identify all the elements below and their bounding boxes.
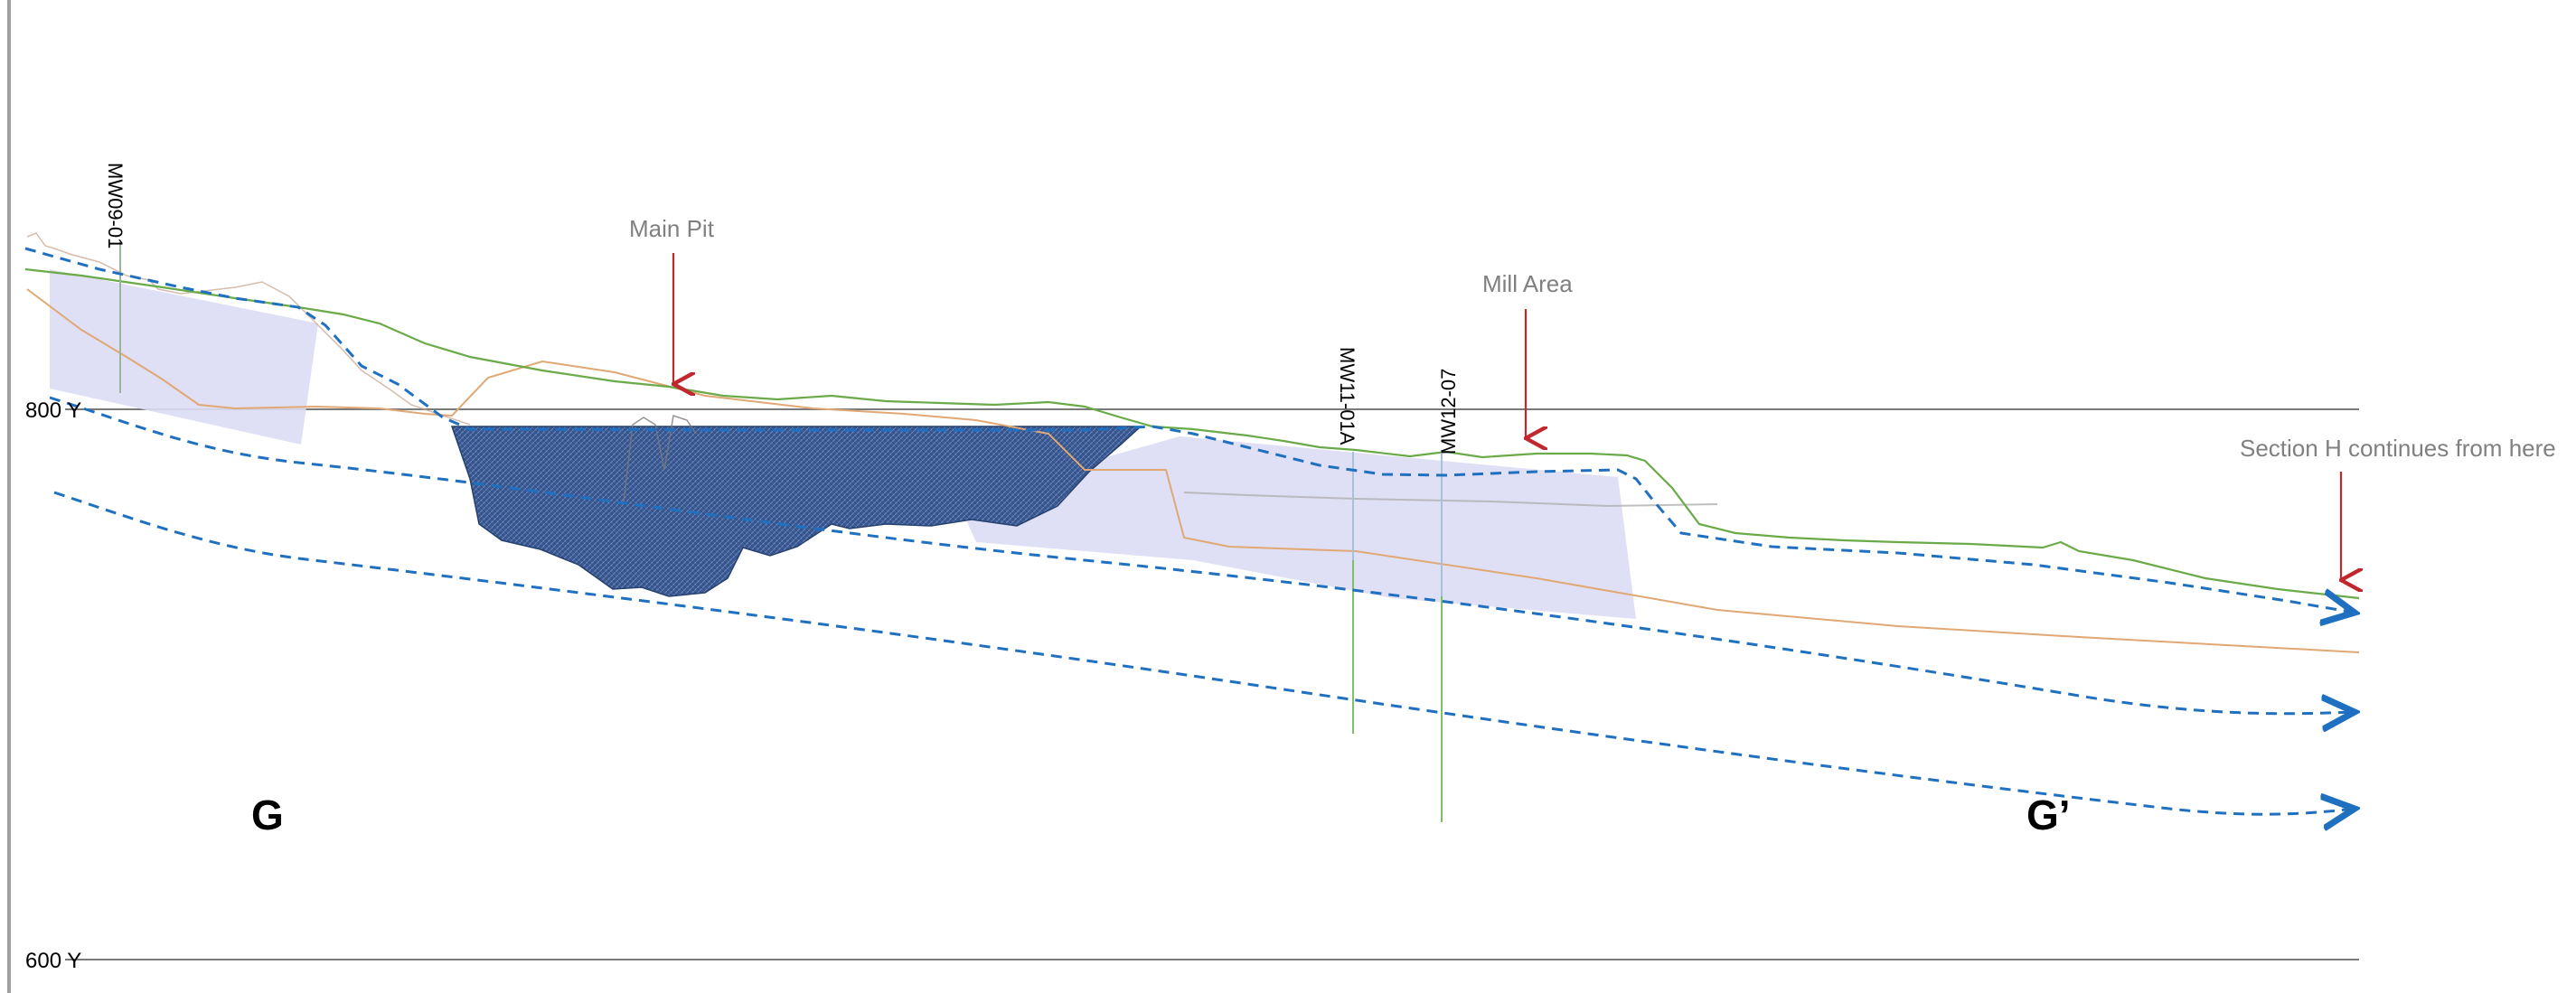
- mill-area-label: Mill Area: [1482, 270, 1573, 297]
- pit-internal-trace: [623, 415, 697, 502]
- well-label-mw11-01a: MW11-01A: [1336, 347, 1359, 445]
- well-label-mw12-07: MW12-07: [1437, 369, 1460, 454]
- water-table-flow-line: [24, 247, 2355, 613]
- well-label-mw09-01: MW09-01: [104, 163, 127, 248]
- waste-polygon-mill: [967, 436, 1636, 619]
- bedrock-contact-line: [26, 288, 2360, 653]
- surface-detail-trace: [26, 232, 471, 426]
- section-h-label: Section H continues from here: [2240, 435, 2556, 462]
- bedrock-trace-gray: [1183, 492, 1718, 508]
- main-pit-fill: [450, 426, 1142, 597]
- flow-path-deep: [53, 491, 2355, 814]
- section-end-label: G’: [2026, 792, 2071, 838]
- ground-surface-line: [24, 267, 2360, 600]
- elevation-800-label: 800 Y: [25, 398, 81, 423]
- section-start-label: G: [251, 792, 284, 838]
- elevation-600-label: 600 Y: [25, 949, 81, 973]
- main-pit-label: Main Pit: [629, 215, 715, 242]
- flow-path-middle: [49, 396, 2355, 714]
- waste-polygon-left: [50, 269, 318, 445]
